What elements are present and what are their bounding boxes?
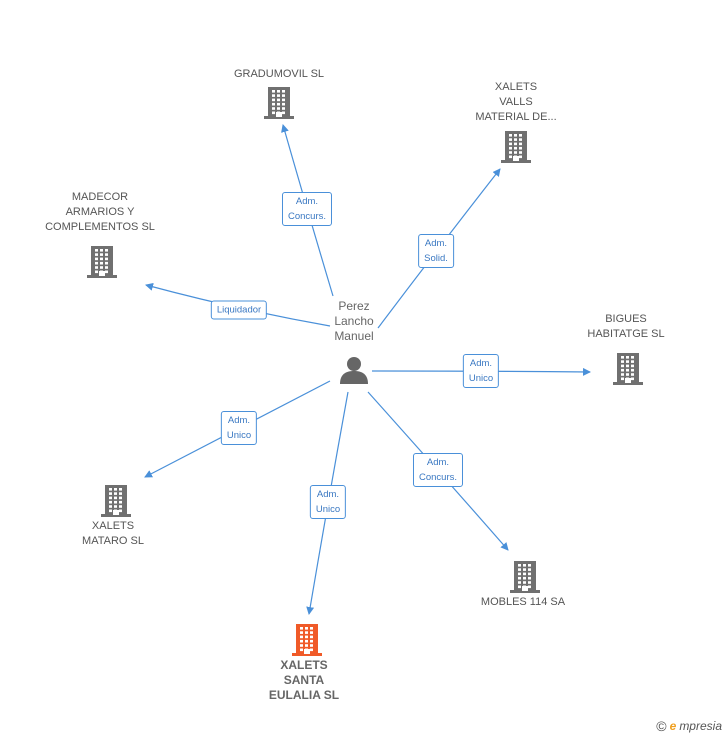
company-label-bigues[interactable]: BIGUES HABITATGE SL	[587, 313, 665, 340]
edge-label-bigues[interactable]: Adm. Unico	[462, 354, 500, 388]
company-label-madecor[interactable]: MADECOR ARMARIOS Y COMPLEMENTOS SL	[45, 191, 155, 233]
company-label-xalets-santa[interactable]: XALETS SANTA EULALIA SL	[268, 658, 340, 702]
building-icon[interactable]	[501, 131, 531, 163]
building-icon-highlight[interactable]	[292, 624, 322, 656]
building-icon[interactable]	[101, 485, 131, 517]
building-icon[interactable]	[87, 246, 117, 278]
building-icon[interactable]	[510, 561, 540, 593]
edge-label-xalets-mataro[interactable]: Adm. Unico	[220, 411, 258, 445]
center-person-label[interactable]: Perez Lancho Manuel	[334, 299, 374, 343]
edge-label-mobles[interactable]: Adm. Concurs.	[412, 453, 464, 487]
person-icon[interactable]	[340, 357, 368, 384]
edge-label-xalets-santa[interactable]: Adm. Unico	[309, 485, 347, 519]
company-label-xalets-mataro[interactable]: XALETS MATARO SL	[82, 520, 144, 547]
copyright-icon: ©	[656, 718, 667, 734]
brand-logo-text: mpresia	[679, 719, 722, 733]
brand-logo-initial: e	[669, 719, 677, 733]
company-label-xalets-valls[interactable]: XALETS VALLS MATERIAL DE...	[475, 81, 557, 123]
edge-label-madecor[interactable]: Liquidador	[210, 300, 268, 320]
edge-label-xalets-valls[interactable]: Adm. Solid.	[418, 234, 454, 268]
building-icon[interactable]	[264, 87, 294, 119]
company-label-mobles[interactable]: MOBLES 114 SA	[480, 596, 566, 608]
company-label-gradumovil[interactable]: GRADUMOVIL SL	[233, 68, 325, 80]
building-icon[interactable]	[613, 353, 643, 385]
edge-label-gradumovil[interactable]: Adm. Concurs.	[281, 192, 333, 226]
